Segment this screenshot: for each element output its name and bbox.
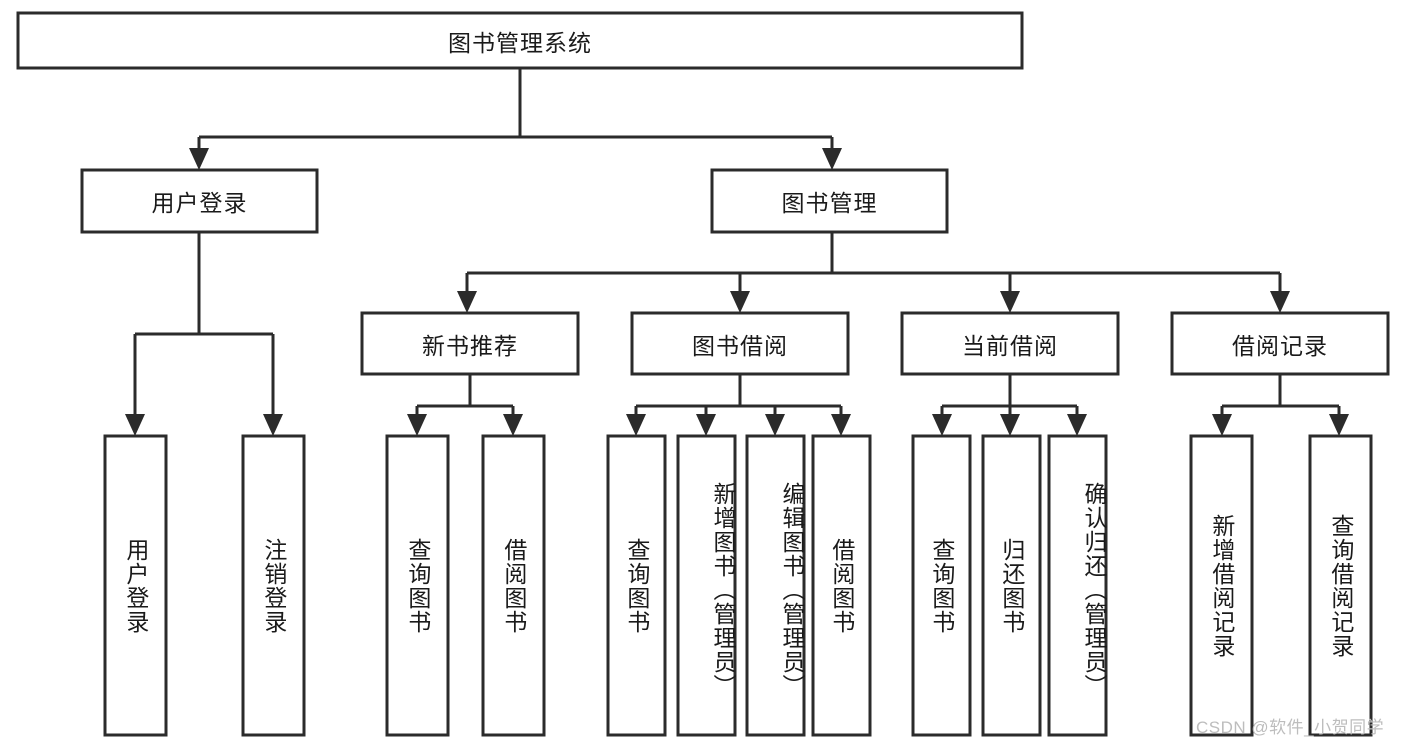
leaf-book-borrow-0[interactable] bbox=[606, 434, 667, 737]
connector-root-to-level1 bbox=[189, 68, 842, 170]
node-book-borrow[interactable] bbox=[630, 311, 850, 376]
leaf-borrow-record-0[interactable] bbox=[1189, 434, 1254, 737]
leaf-current-borrow-0[interactable] bbox=[911, 434, 972, 737]
leaf-new-book-1[interactable] bbox=[481, 434, 546, 737]
csdn-watermark: CSDN @软件_小贺同学 bbox=[1196, 718, 1385, 737]
leaf-book-borrow-3[interactable] bbox=[811, 434, 872, 737]
connector-userlogin-to-leaves bbox=[125, 232, 283, 436]
leaf-user-login-0[interactable] bbox=[103, 434, 168, 737]
connector-newbook-to-leaves bbox=[407, 374, 523, 436]
connector-currentborrow-to-leaves bbox=[932, 374, 1087, 436]
connector-borrowrecord-to-leaves bbox=[1212, 374, 1349, 436]
connector-bookmgmt-to-level2 bbox=[457, 232, 1290, 313]
node-current-borrow[interactable] bbox=[900, 311, 1120, 376]
node-user-login[interactable] bbox=[80, 168, 319, 234]
leaf-new-book-0[interactable] bbox=[385, 434, 450, 737]
connector-bookborrow-to-leaves bbox=[626, 374, 851, 436]
leaf-current-borrow-1[interactable] bbox=[981, 434, 1042, 737]
leaf-borrow-record-1[interactable] bbox=[1308, 434, 1373, 737]
leaf-book-borrow-1[interactable] bbox=[676, 434, 737, 737]
node-new-book-recommend[interactable] bbox=[360, 311, 580, 376]
leaf-user-login-1[interactable] bbox=[241, 434, 306, 737]
node-book-management[interactable] bbox=[710, 168, 949, 234]
node-borrow-record[interactable] bbox=[1170, 311, 1390, 376]
node-root-book-management-system[interactable] bbox=[16, 11, 1024, 70]
leaf-current-borrow-2[interactable] bbox=[1047, 434, 1108, 737]
leaf-book-borrow-2[interactable] bbox=[745, 434, 806, 737]
